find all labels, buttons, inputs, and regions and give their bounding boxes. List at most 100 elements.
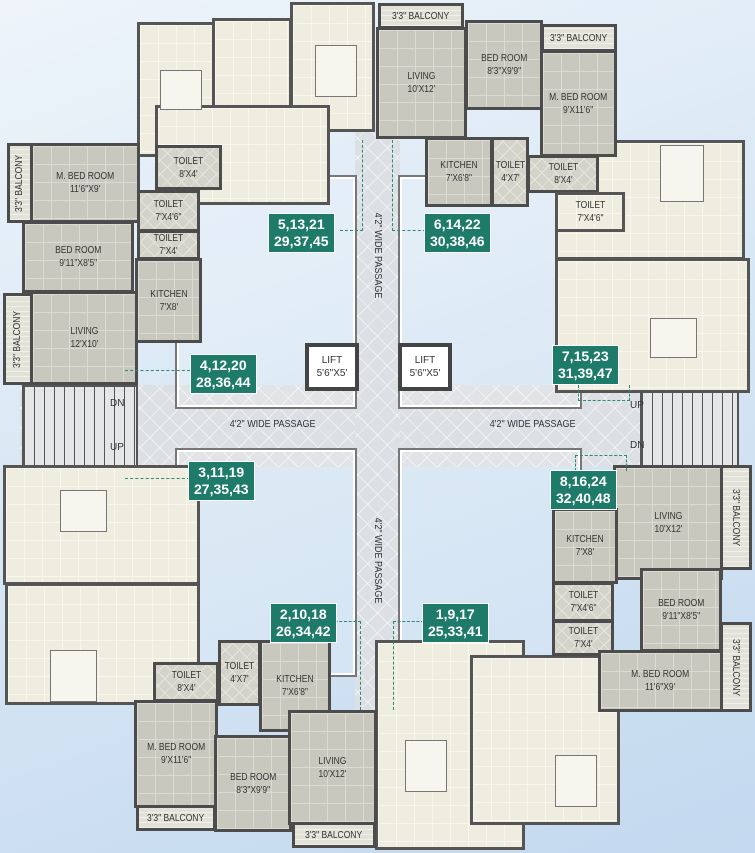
room-name: TOILET	[171, 670, 201, 681]
room-size: 8'3"X9'9"	[487, 66, 521, 77]
passage-label: 4'2" WIDE PASSAGE	[372, 517, 384, 604]
flat-numbers: 32,40,48	[556, 490, 611, 506]
room-name: KITCHEN	[440, 160, 478, 171]
room-name: 3'3" BALCONY	[392, 10, 450, 22]
balcony: 3'3" BALCONY	[720, 622, 752, 712]
room-toilet: TOILET 8'X4'	[153, 662, 219, 702]
room-name: 3'3" BALCONY	[550, 32, 608, 44]
bed-icon	[555, 755, 597, 807]
room-toilet: TOILET 7'X4'6"	[555, 192, 625, 232]
lift-size: 5'6"X5'	[316, 368, 348, 379]
room-size: 7'X6'8"	[281, 687, 309, 698]
room-name: TOILET	[153, 233, 184, 244]
flat-numbers: 4,12,20	[199, 357, 247, 373]
room-name: 3'3" BALCONY	[12, 310, 24, 368]
flat-numbers: 2,10,18	[279, 606, 327, 622]
staircase-right	[640, 385, 739, 471]
room-name: TOILET	[575, 200, 605, 211]
leader-line	[340, 140, 363, 231]
room-name: BED ROOM	[54, 245, 102, 256]
bed-icon	[660, 145, 704, 202]
room-size: 12'X10'	[70, 339, 98, 350]
room-size: 8'X4'	[553, 175, 573, 186]
room-size: 7'X8'	[575, 547, 595, 558]
flat-numbers: 8,16,24	[559, 473, 607, 489]
sofa-icon	[650, 318, 697, 358]
room-size: 7'X4'	[573, 639, 593, 650]
flat-numbers: 30,38,46	[430, 233, 485, 249]
balcony: 3'3" BALCONY	[292, 822, 376, 848]
room-bedroom: BED ROOM 8'3"X9'9"	[465, 20, 543, 110]
room-name: M. BED ROOM	[631, 669, 690, 680]
room-size: 11'6"X9'	[645, 682, 676, 693]
balcony: 3'3" BALCONY	[3, 293, 33, 385]
leader-line	[393, 621, 424, 710]
sofa-icon	[315, 45, 357, 97]
stair-down-label: DN	[110, 398, 125, 409]
room-size: 8'X4'	[176, 683, 196, 694]
room-living: LIVING 12'X10'	[30, 291, 138, 385]
room-size: 8'3"X9'9"	[236, 784, 270, 796]
balcony: 3'3" BALCONY	[136, 805, 216, 831]
passage-label: 4'2" WIDE PASSAGE	[229, 419, 316, 430]
room-size: 7'X4'	[159, 246, 178, 257]
room-size: 7'X4'6"	[155, 212, 182, 223]
room-size: 7'X4'6"	[576, 213, 604, 224]
room-name: LIVING	[407, 71, 436, 82]
stair-up-label: UP	[110, 442, 124, 453]
room-name: KITCHEN	[566, 534, 604, 545]
room-name: KITCHEN	[149, 288, 188, 300]
flat-numbers: 1,9,17	[435, 606, 475, 622]
flat-numbers: 7,15,23	[561, 348, 609, 364]
flat-numbers: 3,11,19	[198, 464, 245, 480]
lift-label: LIFT	[321, 355, 343, 366]
leader-line	[125, 478, 190, 480]
flat-numbers: 29,37,45	[274, 233, 329, 249]
room-size: 8'X4'	[179, 168, 198, 180]
room-name: TOILET	[495, 160, 525, 171]
room-name: 3'3" BALCONY	[305, 829, 363, 841]
passage-label: 4'2" WIDE PASSAGE	[489, 419, 576, 430]
room-name: 3'3" BALCONY	[730, 638, 742, 696]
room-name: TOILET	[568, 590, 598, 601]
room-name: TOILET	[224, 661, 255, 672]
room-name: 3'3" BALCONY	[14, 154, 26, 212]
bed-icon	[50, 650, 97, 702]
bed-icon	[160, 70, 202, 110]
room-name: LIVING	[70, 326, 98, 337]
leader-line	[330, 621, 361, 710]
room-toilet: TOILET 8'X4'	[527, 155, 599, 193]
room-bedroom: BED ROOM 9'11"X8'5"	[640, 568, 722, 652]
room-size: 7'X4'6"	[569, 603, 597, 614]
room-size: 10'X12'	[407, 84, 436, 95]
balcony: 3'3" BALCONY	[541, 24, 617, 52]
leader-line	[578, 385, 630, 401]
room-name: TOILET	[548, 162, 578, 173]
room-size: 9'11"X8'5"	[662, 611, 700, 622]
room-name: BED ROOM	[480, 53, 528, 64]
flat-numbers: 5,13,21	[277, 216, 325, 232]
room-name: M. BED ROOM	[146, 742, 206, 753]
room-size: 10'X12'	[654, 523, 682, 535]
room-name: 3'3" BALCONY	[730, 488, 742, 547]
flat-top-left-interior	[212, 18, 292, 108]
flat-numbers: 28,36,44	[196, 374, 251, 390]
room-name: BED ROOM	[657, 598, 705, 609]
room-size: 7'X8'	[159, 301, 178, 313]
balcony: 3'3" BALCONY	[720, 465, 752, 570]
